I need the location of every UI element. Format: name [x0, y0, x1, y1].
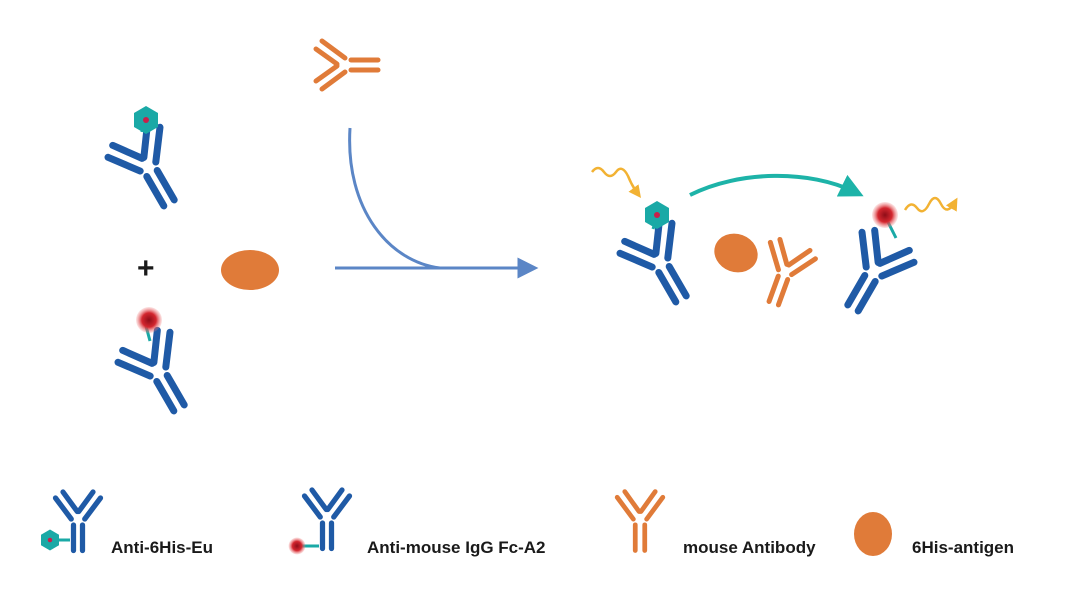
anti-6his-eu-icon — [41, 492, 101, 551]
emission-wave-icon — [903, 196, 958, 213]
mouse-antibody-added — [316, 41, 378, 89]
a2-label-icon — [136, 307, 162, 333]
reaction-curve — [348, 127, 441, 270]
6his-antigen-icon — [854, 512, 892, 556]
eu-label-icon — [134, 106, 158, 134]
legend-label-mouse-antibody: mouse Antibody — [683, 538, 816, 557]
legend-item-anti-6his-eu: Anti-6His-Eu — [41, 492, 213, 557]
legend-item-6his-antigen: 6His-antigen — [854, 512, 1014, 557]
complex-mouse-antibody — [751, 237, 817, 312]
6his-antigen-reactant — [221, 250, 279, 290]
complex-a2-label-icon — [872, 202, 898, 228]
anti-mouse-igg-fc-a2-antibody — [114, 325, 205, 423]
legend: Anti-6His-Eu Anti-mouse IgG Fc-A2 mouse … — [41, 490, 1014, 557]
legend-item-mouse-antibody: mouse Antibody — [617, 492, 816, 557]
anti-mouse-igg-fc-a2-icon — [288, 490, 350, 555]
legend-label-6his-antigen: 6His-antigen — [912, 538, 1014, 557]
complex-anti-mouse-igg-fc-a2-antibody — [827, 225, 918, 323]
plus-sign: + — [137, 252, 155, 285]
complex-anti-6his-eu-antibody — [616, 216, 707, 314]
complex-6his-antigen — [714, 233, 758, 273]
legend-item-anti-mouse-igg-fc-a2: Anti-mouse IgG Fc-A2 — [288, 490, 546, 557]
excitation-wave-icon — [591, 166, 641, 199]
mouse-antibody-icon — [617, 492, 663, 551]
legend-label-anti-6his-eu: Anti-6His-Eu — [111, 538, 213, 557]
complex-eu-label-icon — [645, 201, 669, 229]
legend-label-anti-mouse-igg-fc-a2: Anti-mouse IgG Fc-A2 — [367, 538, 546, 557]
fret-arrow — [689, 173, 864, 197]
anti-6his-eu-antibody — [104, 120, 195, 218]
